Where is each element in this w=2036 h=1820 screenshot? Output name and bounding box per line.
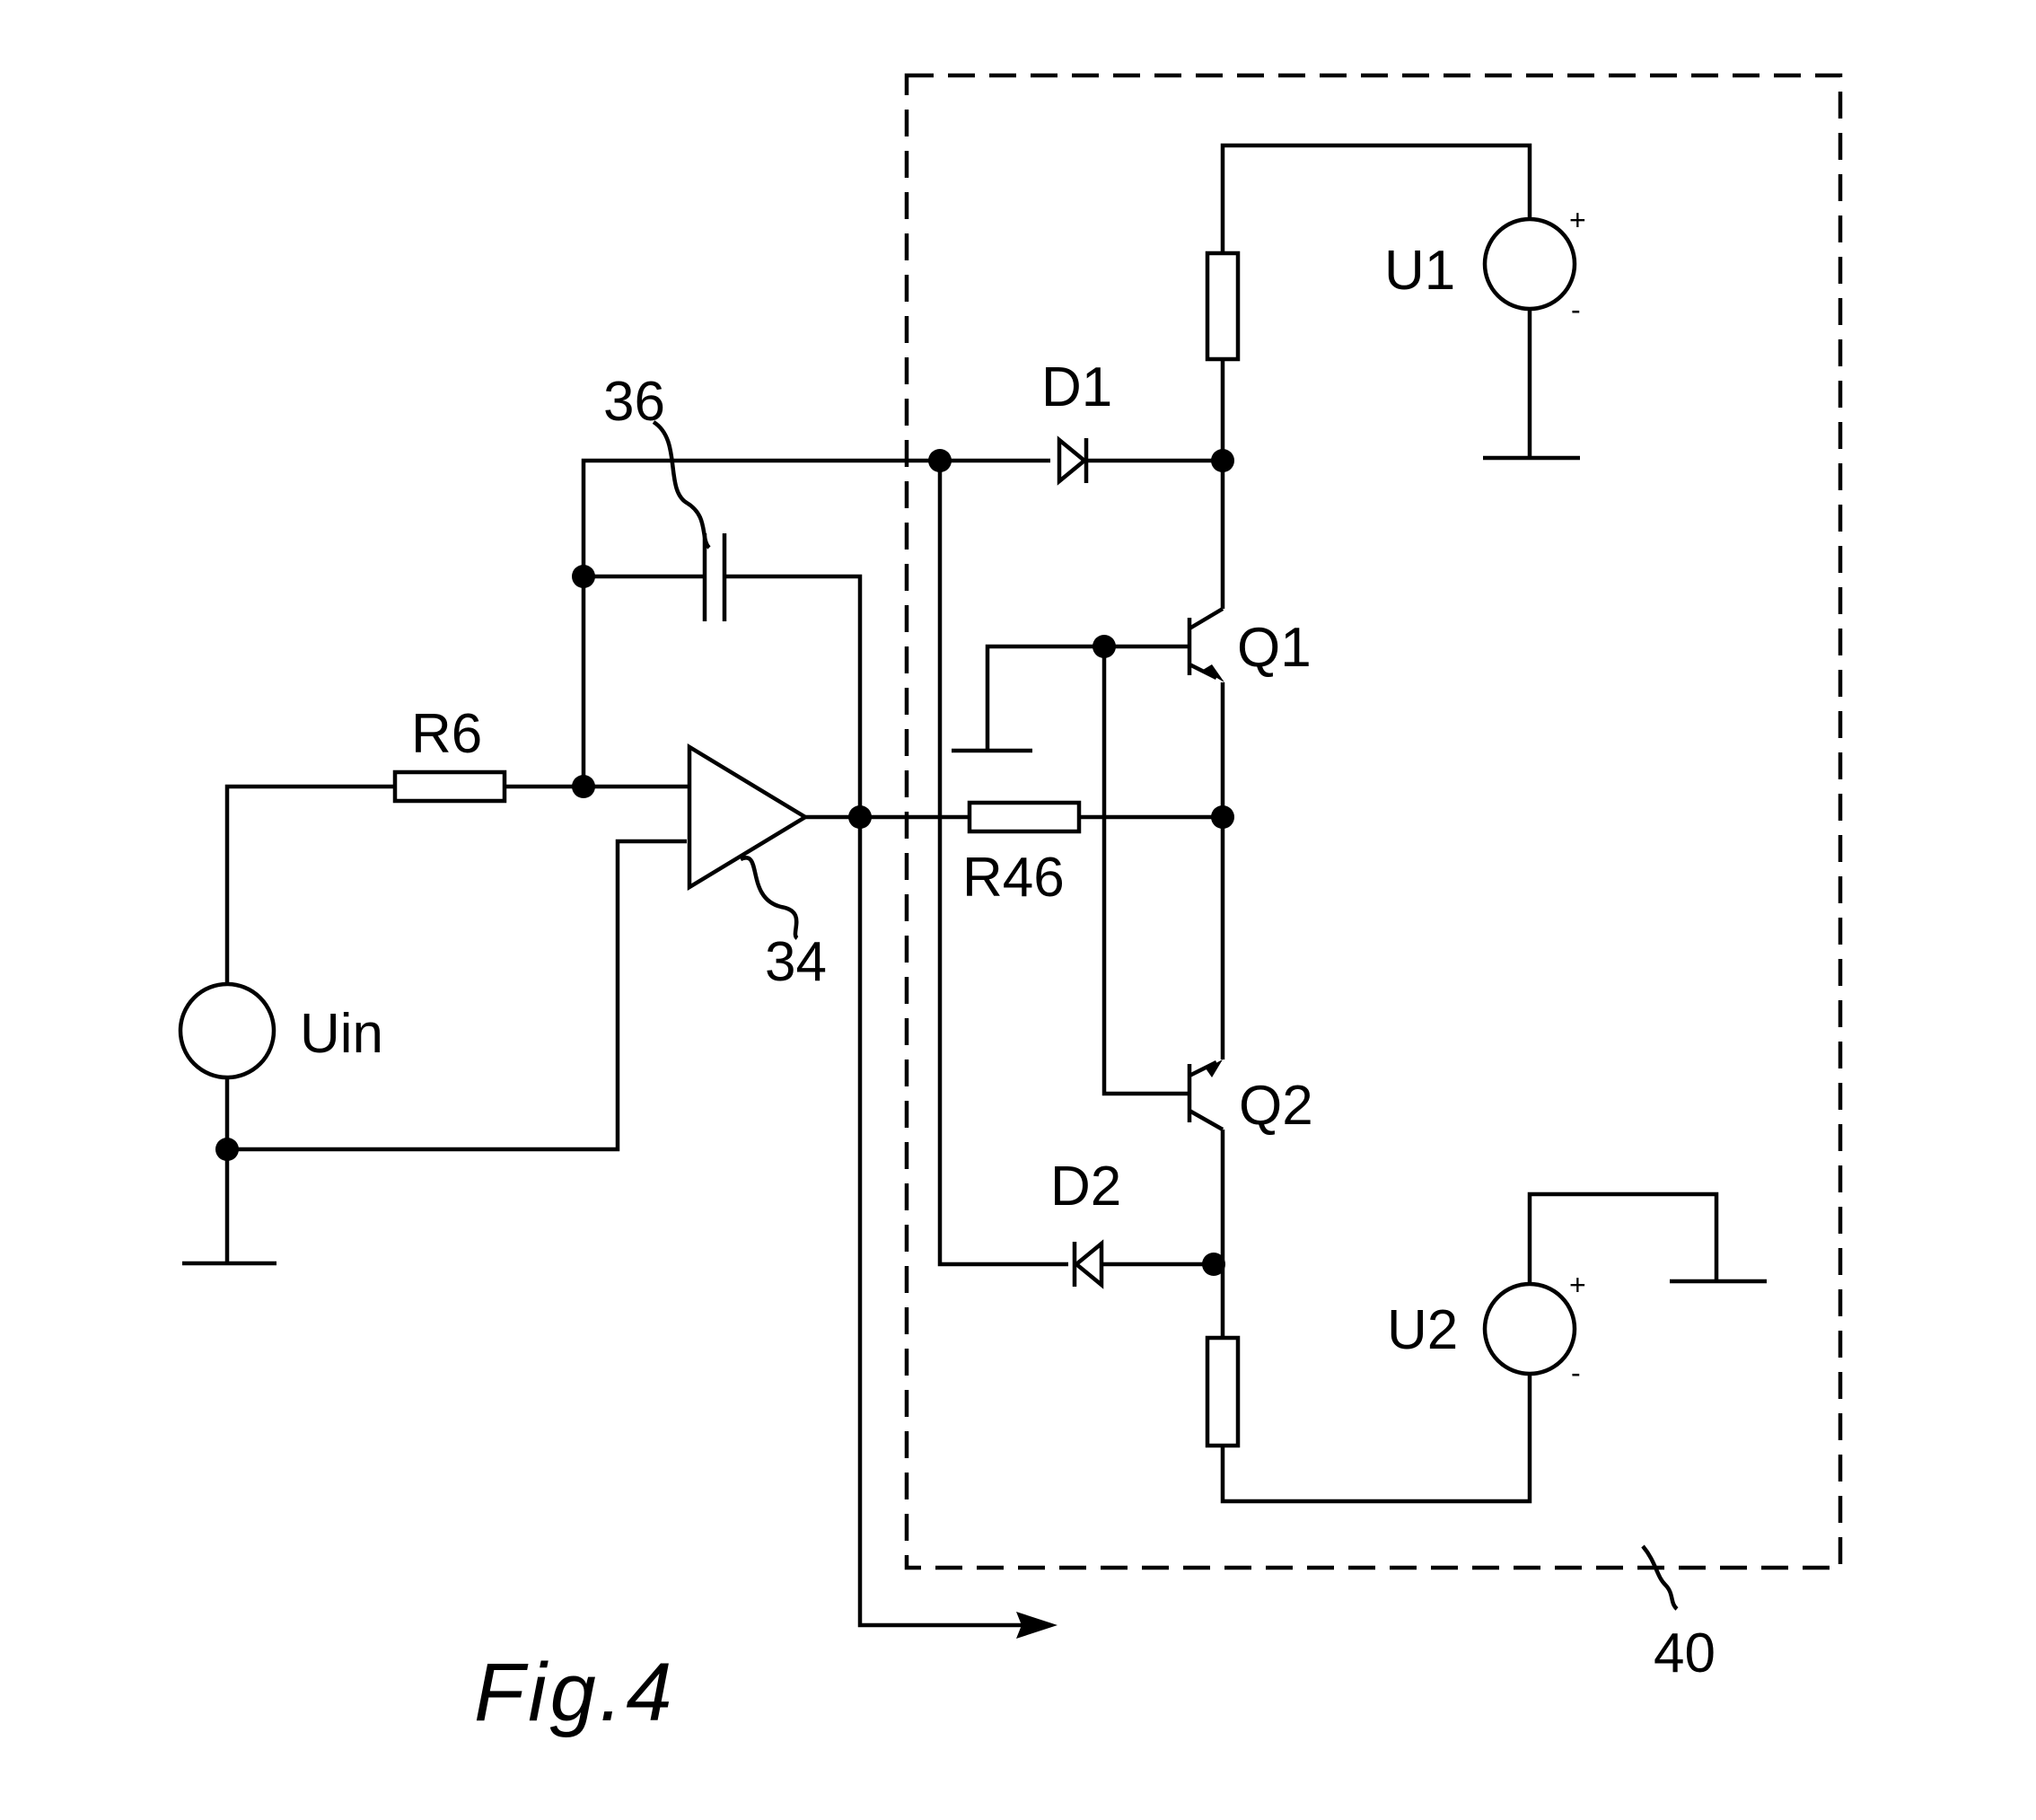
input-source-uin: [178, 784, 687, 1266]
label-r6: R6: [411, 703, 482, 765]
u1-plus: +: [1569, 204, 1586, 236]
transistor-q2: [1187, 1059, 1224, 1131]
label-d2: D2: [1050, 1156, 1121, 1218]
label-u1: U1: [1384, 240, 1455, 302]
junction-dots: [215, 449, 1234, 1276]
voltage-source-u1: [1482, 216, 1577, 312]
amplifier-34: [687, 743, 810, 891]
resistor-r46: [967, 800, 1082, 834]
label-34: 34: [765, 931, 827, 993]
label-u2: U2: [1387, 1299, 1458, 1361]
resistor-r6: [392, 769, 507, 804]
transistor-q1: [1187, 607, 1224, 682]
label-q1: Q1: [1237, 617, 1312, 679]
u2-plus: +: [1569, 1269, 1586, 1301]
voltage-source-u2: [1482, 1281, 1577, 1376]
leader-34: [740, 856, 799, 940]
label-36: 36: [603, 371, 665, 433]
leader-36: [652, 420, 711, 550]
output-arrow: [1016, 1612, 1057, 1639]
leader-40: [1641, 1544, 1679, 1611]
label-q2: Q2: [1239, 1075, 1313, 1137]
u1-minus: -: [1571, 294, 1581, 326]
label-uin: Uin: [300, 1003, 383, 1065]
figure-caption: Fig.4: [474, 1647, 676, 1738]
diode-d2: [1072, 1239, 1104, 1289]
diode-d1: [1057, 435, 1089, 486]
dashed-enclosure: [904, 73, 1843, 1570]
label-r46: R46: [962, 847, 1065, 909]
u2-minus: -: [1571, 1357, 1581, 1389]
label-40: 40: [1654, 1622, 1716, 1684]
label-d1: D1: [1041, 356, 1112, 418]
